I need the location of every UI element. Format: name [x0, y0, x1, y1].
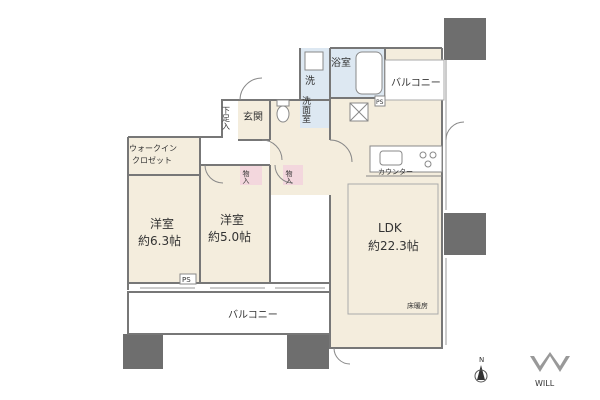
door-arcs [204, 77, 465, 365]
stove-burner-icon [429, 151, 437, 159]
counter-label: カウンター [378, 167, 413, 176]
bathtub [355, 51, 383, 95]
logo-mark-icon [530, 352, 570, 372]
compass: N [474, 356, 488, 383]
walkin-floor [128, 137, 200, 175]
room1-floor [128, 175, 200, 283]
compass-circle [474, 369, 488, 383]
balcony-top [384, 59, 445, 101]
bath-label: 浴室 [331, 56, 351, 69]
ldk-floor [270, 48, 442, 348]
stove-burner-icon [419, 151, 427, 159]
ldk-size: 約22.3帖 [368, 238, 419, 253]
floor-heating-area [347, 183, 439, 315]
north-arrow-icon [477, 365, 485, 380]
logo: WILL [530, 352, 570, 388]
floor-heating-label: 床暖房 [407, 301, 428, 310]
storage2-label: 物入 [285, 169, 293, 184]
sink-icon [379, 150, 403, 166]
shoe-label: 下足入 [222, 106, 231, 130]
logo-text: WILL [535, 379, 555, 388]
entrance-floor [238, 100, 270, 140]
balcony-bottom [127, 291, 331, 335]
storage1-floor [240, 165, 262, 185]
shoe-floor [222, 100, 238, 130]
room2-name: 洋室 [220, 212, 244, 227]
walkin-label-2: クロゼット [132, 155, 172, 165]
room2-size: 約5.0帖 [208, 229, 251, 244]
walkin-label-1: ウォークイン [129, 144, 177, 153]
stove-burner-icon [424, 160, 432, 168]
column-top-right [444, 18, 486, 60]
toilet-tank [276, 99, 290, 107]
ps-box-top [374, 95, 386, 107]
room1-size: 約6.3帖 [138, 233, 181, 248]
washbasin [304, 51, 324, 71]
ps-top-label: PS [376, 99, 384, 106]
entrance-label: 玄関 [243, 110, 263, 123]
toilet [276, 105, 290, 123]
storage1-label: 物入 [242, 169, 250, 184]
room1-name: 洋室 [150, 216, 174, 231]
storage2-floor [283, 165, 303, 185]
ps-bottom-label: PS [182, 276, 191, 284]
compass-north-label: N [479, 356, 484, 364]
washroom-label: 洗面室 [300, 95, 311, 123]
washroom-label-1: 洗 [305, 75, 315, 87]
ps-box-bottom [179, 273, 197, 285]
balcony-bottom-label: バルコニー [228, 309, 278, 321]
ldk-name: LDK [378, 221, 403, 235]
column-bottom-left [123, 334, 163, 369]
column-right-mid [444, 213, 486, 255]
column-bottom-mid [287, 334, 329, 369]
balcony-top-label: バルコニー [391, 77, 441, 89]
